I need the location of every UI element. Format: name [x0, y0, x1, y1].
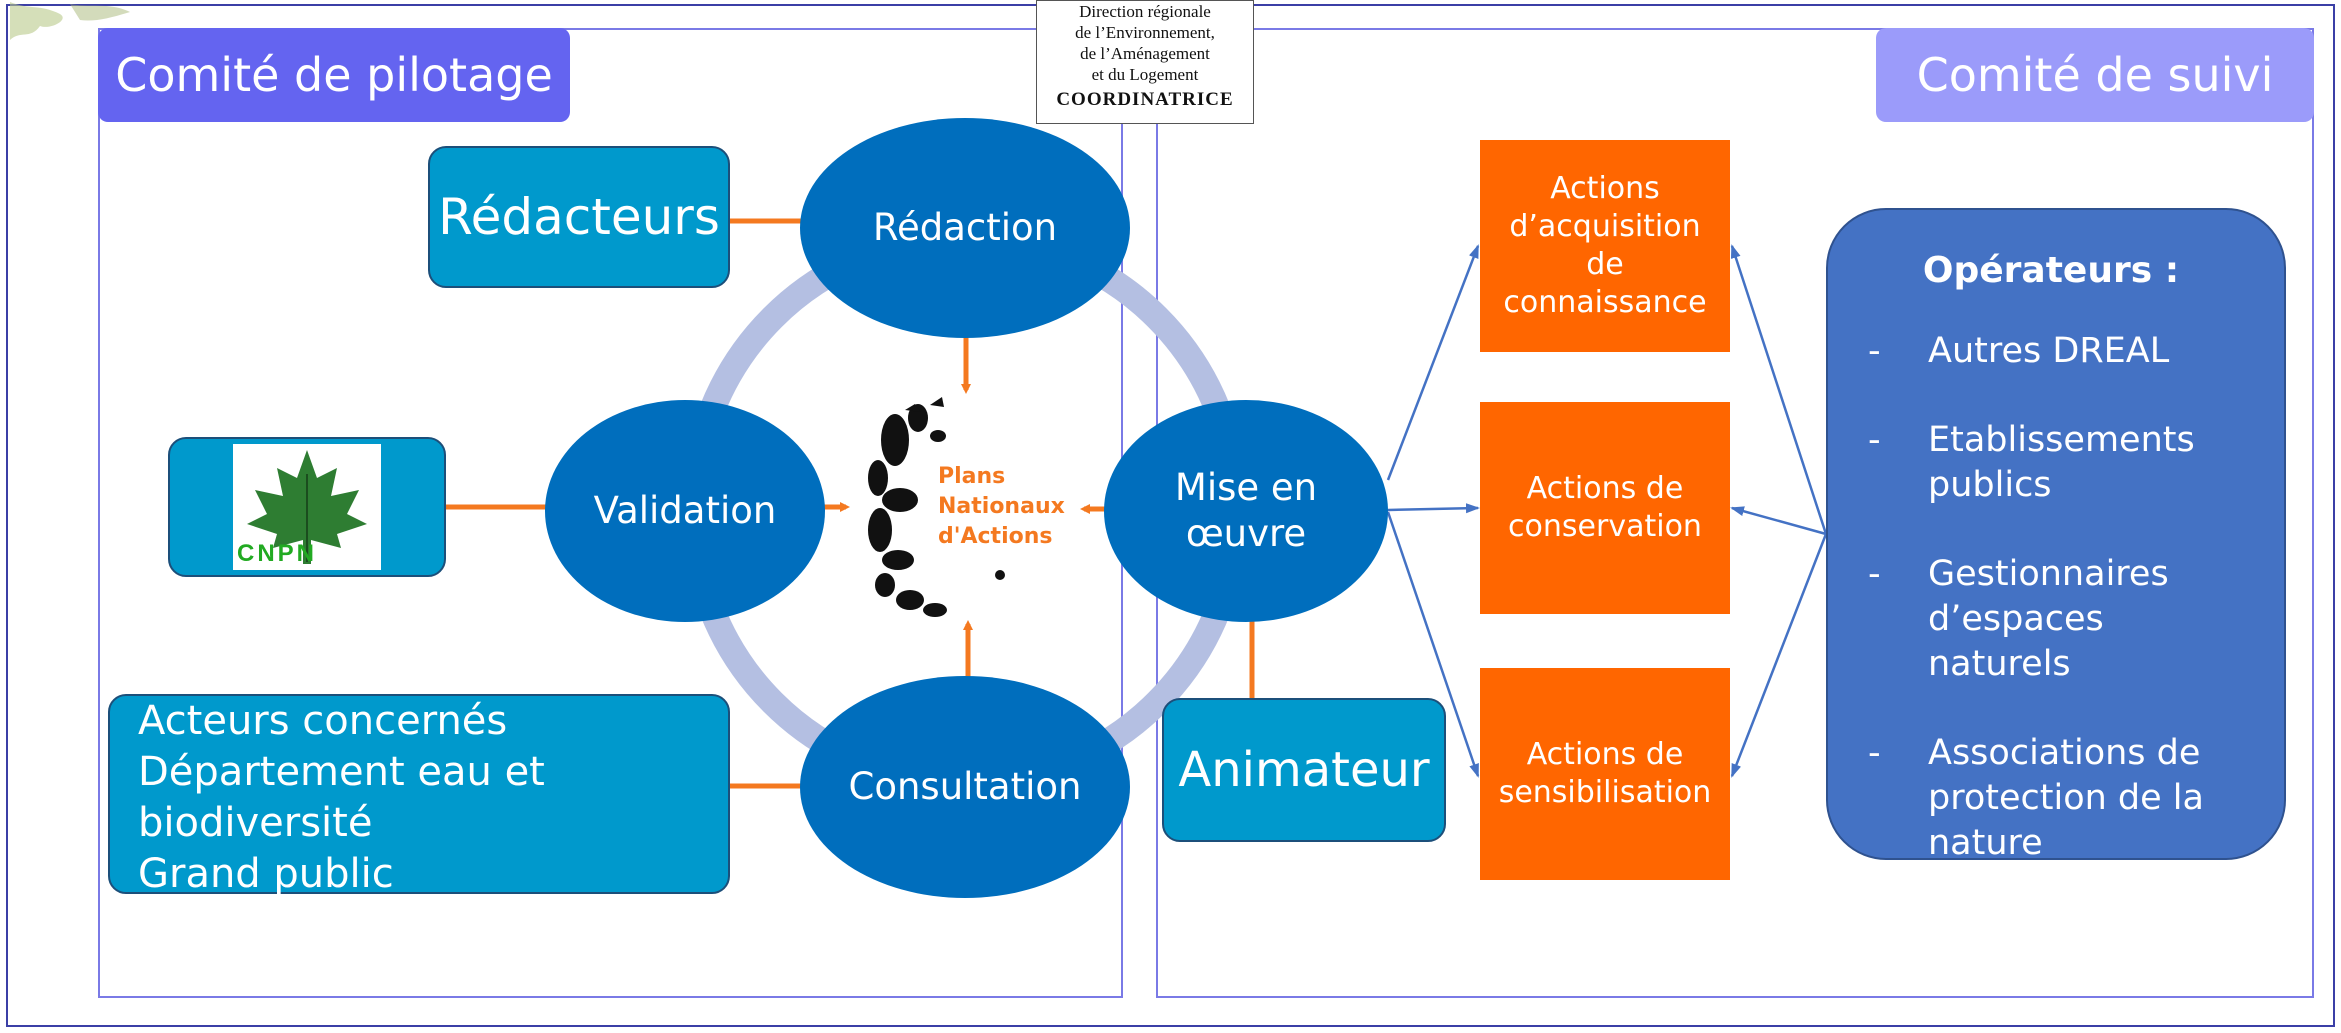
- acteurs-box: Acteurs concernés Département eau et bio…: [108, 694, 730, 897]
- operateur-line: Etablissements: [1928, 420, 2195, 460]
- validation-ellipse: Validation: [545, 400, 825, 622]
- redacteurs-box: Rédacteurs: [428, 146, 730, 288]
- operateur-line: Gestionnaires: [1928, 554, 2169, 594]
- acteurs-line: Grand public: [138, 851, 394, 897]
- bullet-dash: -: [1868, 331, 1881, 371]
- coordinator-line: de l’Environnement,: [1075, 23, 1215, 42]
- comite-suivi-title: Comité de suivi: [1876, 28, 2314, 122]
- cons-line: Actions de: [1526, 471, 1684, 506]
- operateur-line: protection de la: [1928, 778, 2204, 818]
- operateur-line: d’espaces naturels: [1928, 599, 2104, 684]
- pna-line: Nationaux: [938, 494, 1065, 519]
- sens-line: sensibilisation: [1498, 775, 1712, 810]
- acq-line: Actions: [1550, 171, 1660, 206]
- operateur-line: nature: [1928, 823, 2043, 863]
- cnpn-logo: CNPN: [233, 444, 381, 570]
- sens-line: Actions de: [1526, 737, 1684, 772]
- acteurs-line: biodiversité: [138, 800, 373, 846]
- bullet-dash: -: [1868, 733, 1881, 773]
- operateurs-box: Opérateurs : - Autres DREAL - Etablissem…: [1826, 208, 2286, 863]
- operateur-line: Autres DREAL: [1928, 331, 2170, 371]
- comite-pilotage-title: Comité de pilotage: [98, 28, 570, 122]
- operateur-item: - Associations de protection de la natur…: [1868, 731, 2254, 866]
- arrow-operateurs-sensibilisation: [1730, 533, 1828, 778]
- arrow-operateurs-conservation: [1730, 506, 1827, 536]
- arrow-operateurs-acquisition: [1730, 244, 1828, 535]
- redaction-ellipse: Rédaction: [800, 118, 1130, 338]
- mise-en-oeuvre-ellipse: Mise en œuvre: [1104, 400, 1388, 622]
- coordinator-line: et du Logement: [1091, 65, 1199, 84]
- cons-line: conservation: [1508, 509, 1702, 544]
- actions-sensibilisation-box: Actions de sensibilisation: [1480, 668, 1730, 880]
- bullet-dash: -: [1868, 554, 1881, 594]
- animateur-box: Animateur: [1162, 698, 1446, 842]
- operateur-item: - Etablissements publics: [1868, 418, 2254, 508]
- pna-center-label: Plans Nationaux d'Actions: [938, 462, 1078, 552]
- consultation-ellipse: Consultation: [800, 676, 1130, 898]
- coordinator-line: de l’Aménagement: [1080, 44, 1210, 63]
- leaf-decoration-icon: [10, 2, 130, 40]
- acq-line: d’acquisition: [1509, 209, 1701, 244]
- cnpn-label: CNPN: [237, 540, 318, 567]
- bullet-dash: -: [1868, 420, 1881, 460]
- operateur-line: publics: [1928, 465, 2052, 505]
- pna-line: Plans: [938, 464, 1006, 489]
- operateur-line: Associations de: [1928, 733, 2201, 773]
- mise-line: Mise en: [1174, 466, 1318, 509]
- actions-conservation-box: Actions de conservation: [1480, 402, 1730, 614]
- acq-line: de: [1586, 247, 1624, 282]
- coordinator-role: COORDINATRICE: [1056, 89, 1234, 110]
- actions-acquisition-box: Actions d’acquisition de connaissance: [1480, 140, 1730, 352]
- acq-line: connaissance: [1503, 285, 1707, 320]
- operateur-item: - Autres DREAL: [1868, 329, 2254, 374]
- acteurs-line: Acteurs concernés: [138, 698, 508, 744]
- acteurs-line: Département eau et: [138, 749, 545, 795]
- species-silhouettes-icon: [868, 397, 1005, 617]
- arrow-mise-conservation: [1387, 503, 1480, 514]
- operateurs-title: Opérateurs :: [1922, 250, 2180, 291]
- operateur-item: - Gestionnaires d’espaces naturels: [1868, 552, 2254, 687]
- mise-line: œuvre: [1185, 512, 1307, 555]
- pna-line: d'Actions: [938, 524, 1053, 549]
- maple-leaf-icon: [247, 450, 367, 564]
- arrow-mise-sensibilisation: [1386, 511, 1480, 778]
- arrow-mise-acquisition: [1386, 244, 1480, 481]
- coordinator-box: Direction régionale de l’Environnement, …: [1036, 0, 1254, 124]
- coordinator-line: Direction régionale: [1079, 2, 1211, 21]
- cnpn-box: CNPN: [168, 437, 446, 577]
